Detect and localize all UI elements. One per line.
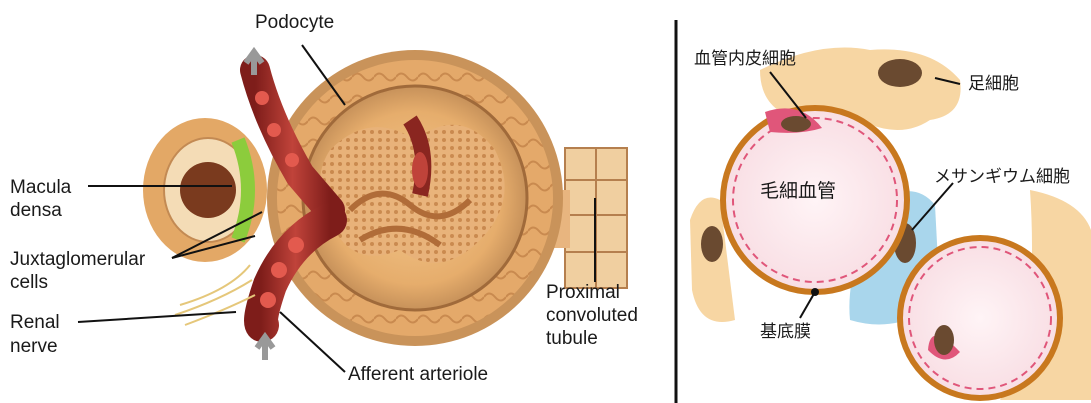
capillary-2 [900, 238, 1060, 398]
afferent-arteriole-label: Afferent arteriole [348, 364, 488, 385]
capillary-cross-section-illustration: 血管内皮細胞 足細胞 メサンギウム細胞 毛細血管 基底膜 [690, 48, 1091, 401]
upward-arrow-icon [257, 337, 273, 360]
endothelial-cell-label: 血管内皮細胞 [694, 49, 796, 69]
macula-densa-label-line1: Macula [10, 177, 72, 198]
podocyte-jp-label: 足細胞 [968, 74, 1019, 94]
capillary-label: 毛細血管 [760, 180, 836, 202]
macula-densa-label-line2: densa [10, 200, 62, 221]
basement-membrane-leader [800, 292, 815, 318]
renal-corpuscle-illustration: Podocyte Macula densa Juxtaglomerular ce… [10, 12, 638, 385]
juxtaglomerular-label-line2: cells [10, 272, 48, 293]
podocyte-label: Podocyte [255, 12, 334, 33]
proximal-tubule-label-line1: Proximal [546, 282, 620, 303]
proximal-tubule-label-line3: tubule [546, 328, 598, 349]
juxtaglomerular-label-line1: Juxtaglomerular [10, 249, 146, 270]
basement-membrane-label: 基底膜 [760, 322, 811, 342]
renal-nerve-label-line2: nerve [10, 336, 58, 357]
renal-nerve-label-line1: Renal [10, 312, 60, 333]
proximal-tubule-label-line2: convoluted [546, 305, 638, 326]
mesangial-cell-label: メサンギウム細胞 [934, 167, 1070, 187]
